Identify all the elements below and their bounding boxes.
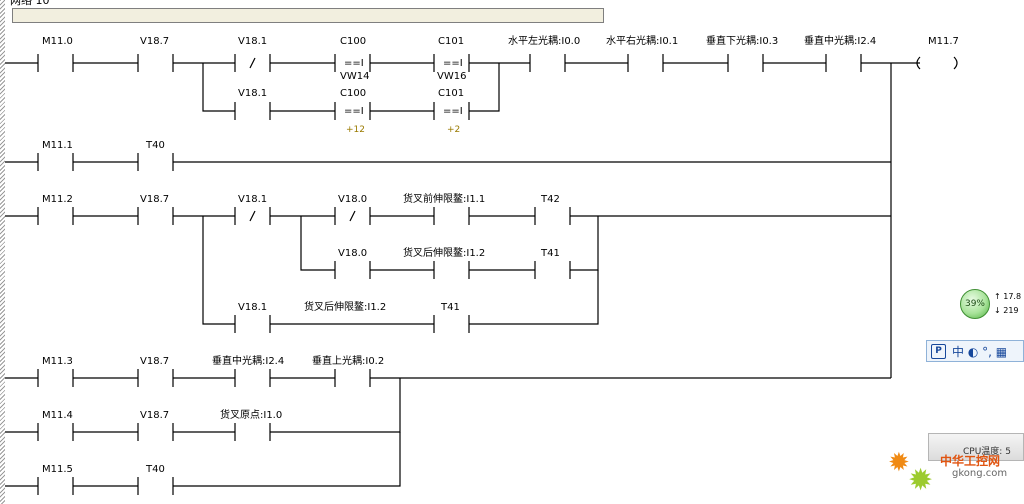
left-power-rail <box>0 0 5 504</box>
contact-label-i1-2-r3b: 货叉后伸限鳌:I1.2 <box>304 300 386 313</box>
contact-label-v18-0: V18.0 <box>338 248 367 259</box>
compare-glyph-c100-branch: ==I <box>344 106 364 117</box>
contact-label-v18-1-r3b: V18.1 <box>238 302 267 313</box>
contact-symbols <box>37 54 862 495</box>
ime-status-text: 中 ◐ °, ▦ <box>952 344 1008 359</box>
compare-value-12: +12 <box>346 125 365 135</box>
contact-label-v18-7-r3: V18.7 <box>140 194 169 205</box>
contact-label-m11-3: M11.3 <box>42 356 73 367</box>
compare-glyph-c101-branch: ==I <box>443 106 463 117</box>
usage-percent-badge: 39% <box>960 289 990 319</box>
contact-label-i0-3: 垂直下光耦:I0.3 <box>706 34 778 47</box>
coil-label-m11-7: M11.7 <box>928 36 959 47</box>
compare-glyph-c100: ==I <box>344 58 364 69</box>
contact-label-m11-0: M11.0 <box>42 36 73 47</box>
contact-label-v18-7-r4: V18.7 <box>140 356 169 367</box>
gear-icon-secondary: ✹ <box>908 463 934 498</box>
contact-label-v18-1-not: V18.1 <box>238 36 267 47</box>
network-title: 网络 10 <box>10 0 50 7</box>
contact-label-v18-7-r5: V18.7 <box>140 410 169 421</box>
contact-label-i1-1: 货叉前伸限鳌:I1.1 <box>403 192 485 205</box>
gkong-watermark: ✹ ✹ 中华工控网 gkong.com <box>886 446 1024 498</box>
contact-label-c101: C101 <box>438 36 464 47</box>
contact-label-t41: T41 <box>540 248 560 259</box>
contact-label-t40: T40 <box>145 140 165 151</box>
contact-label-c101-branch: C101 <box>438 88 464 99</box>
compare-value-2: +2 <box>447 125 460 135</box>
contact-label-v18-1-branch: V18.1 <box>238 88 267 99</box>
contact-label-m11-4: M11.4 <box>42 410 73 421</box>
watermark-name: 中华工控网 <box>940 454 1001 468</box>
contact-label-t40-r6: T40 <box>145 464 165 475</box>
ime-toolbar[interactable]: P 中 ◐ °, ▦ <box>926 340 1024 362</box>
contact-label-i1-0: 货叉原点:I1.0 <box>220 408 282 421</box>
ladder-wires <box>5 56 958 487</box>
contact-label-t42: T42 <box>540 194 560 205</box>
contact-label-m11-2: M11.2 <box>42 194 73 205</box>
ime-logo-icon: P <box>931 343 946 359</box>
compare-glyphs: ==I ==I ==I ==I <box>344 58 463 117</box>
contact-label-i2-4: 垂直中光耦:I2.4 <box>804 34 876 47</box>
contact-label-i1-2: 货叉后伸限鳌:I1.2 <box>403 246 485 259</box>
contact-label-c100: C100 <box>340 36 366 47</box>
compare-glyph-c101: ==I <box>443 58 463 69</box>
contact-label-m11-5: M11.5 <box>42 464 73 475</box>
download-rate: ↓ 219 <box>994 306 1019 315</box>
network-speed-widget[interactable]: 39% ↑ 17.8 ↓ 219 <box>960 289 1024 319</box>
gear-icon: ✹ <box>888 448 910 478</box>
contact-label-i2-4-r4: 垂直中光耦:I2.4 <box>212 354 284 367</box>
contact-label-i0-2: 垂直上光耦:I0.2 <box>312 354 384 367</box>
coil-right-arc <box>953 56 958 70</box>
cpu-temp-tooltip: CPU温度: 5 <box>928 433 1024 461</box>
contact-label-i0-1: 水平右光耦:I0.1 <box>606 34 678 47</box>
network-comment-field[interactable] <box>12 8 604 23</box>
contact-label-t41-r3b: T41 <box>440 302 460 313</box>
watermark-domain: gkong.com <box>952 468 1008 479</box>
contact-label-v18-1-r3: V18.1 <box>238 194 267 205</box>
contact-label-m11-1: M11.1 <box>42 140 73 151</box>
contact-label-v18-7: V18.7 <box>140 36 169 47</box>
upload-rate: ↑ 17.8 <box>994 292 1022 301</box>
compare-value-vw14: VW14 <box>340 71 369 82</box>
contact-label-i0-0: 水平左光耦:I0.0 <box>508 34 580 47</box>
contact-label-c100-branch: C100 <box>340 88 366 99</box>
compare-value-vw16: VW16 <box>437 71 466 82</box>
contact-label-v18-0-not: V18.0 <box>338 194 367 205</box>
coil-left-arc <box>916 56 921 70</box>
